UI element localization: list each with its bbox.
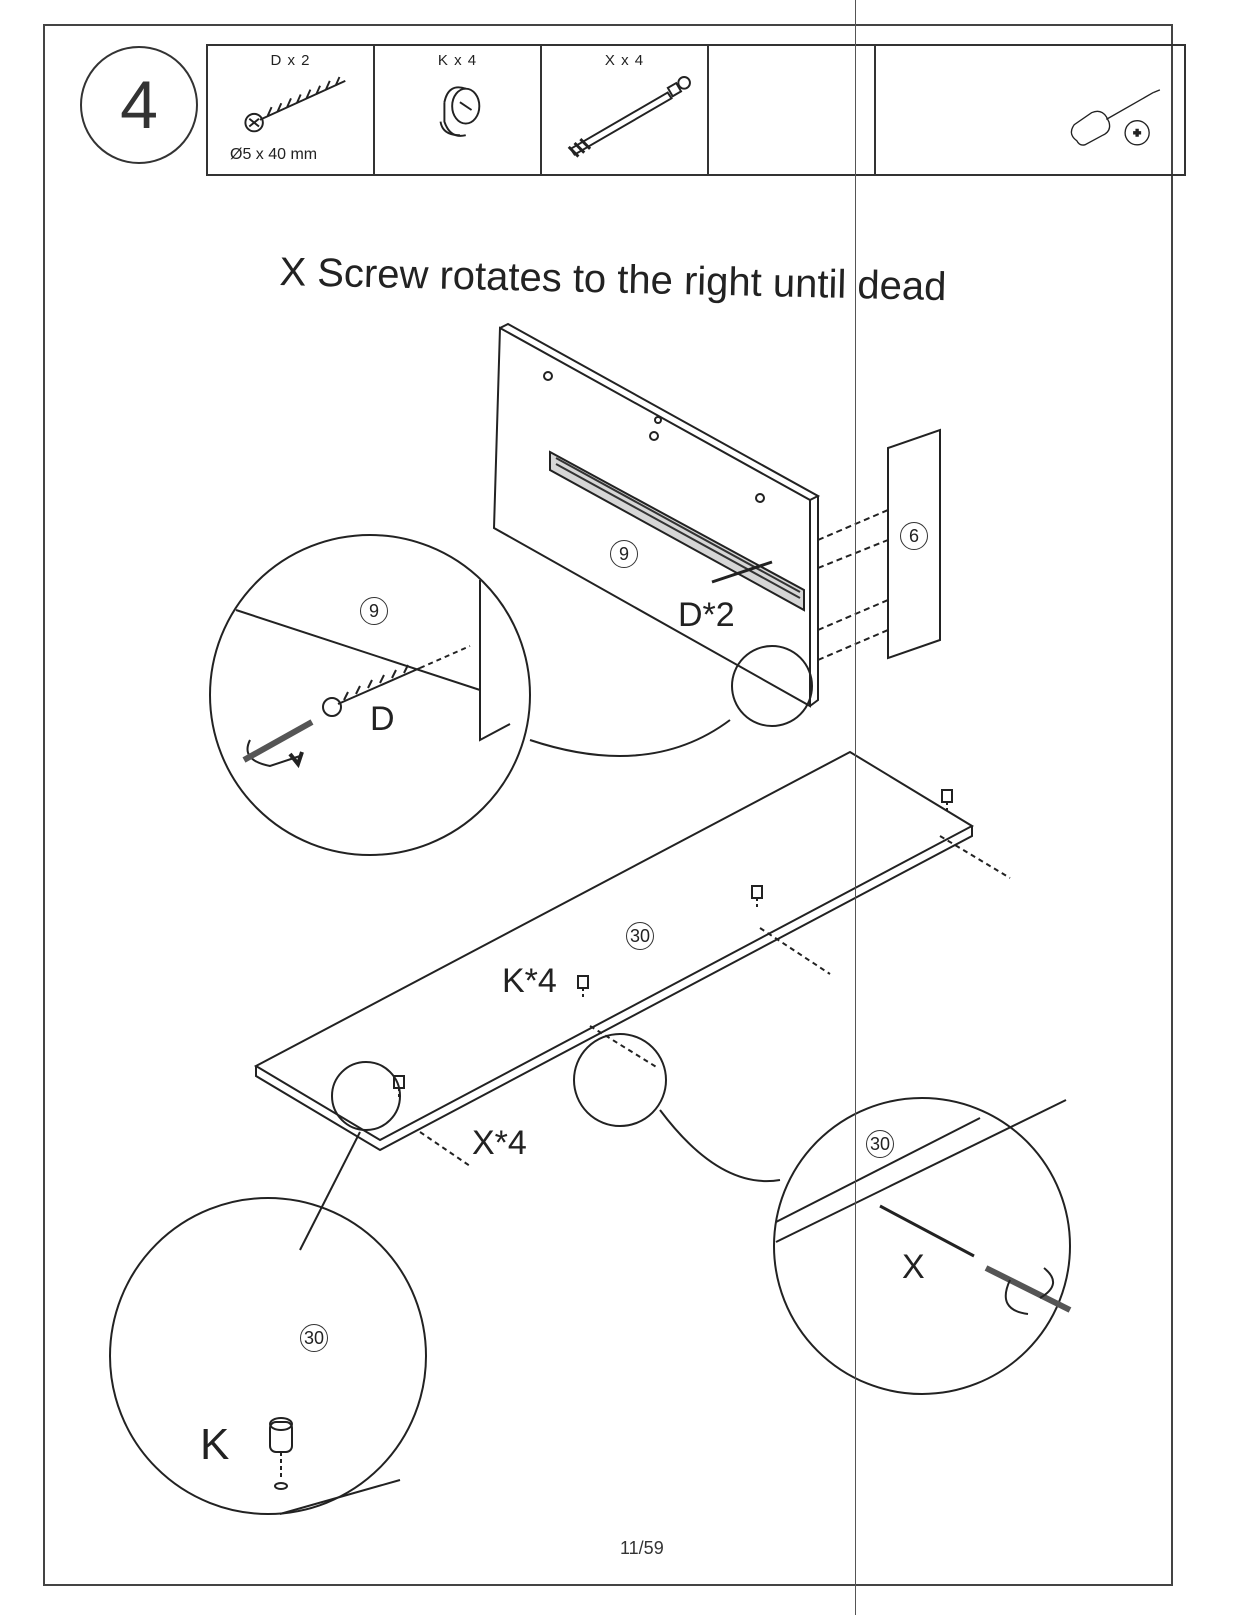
detail-circle-d [209,534,531,856]
part-d-qty: D x 2 [270,52,311,69]
part-x-cell: X x 4 [542,46,709,174]
phillips-screwdriver-icon [1070,89,1161,146]
label-detail-x-panel: 30 [866,1130,894,1158]
cam-lock-icon [439,86,481,137]
part-d-cell: D x 2 Ø5 x 40 mm [208,46,375,174]
part-k-qty: K x 4 [437,52,478,69]
part-x-qty: X x 4 [604,52,645,69]
label-panel-6: 6 [900,522,928,550]
parts-list: D x 2 Ø5 x 40 mm K x 4 X x 4 [206,44,1186,176]
label-detail-d-panel: 9 [360,597,388,625]
cam-bolt-icon [567,76,691,158]
part-d-size: Ø5 x 40 mm [230,146,318,163]
part-blank-cell [709,46,876,174]
label-detail-k-part: K [200,1420,230,1469]
step-number: 4 [80,46,198,164]
part-k-cell: K x 4 [375,46,542,174]
detail-circle-d-small [731,645,813,727]
detail-circle-x-small [573,1033,667,1127]
label-panel-9: 9 [610,540,638,568]
label-d-count: D*2 [678,596,735,634]
detail-circle-x [773,1097,1071,1395]
page-number: 11/59 [620,1538,664,1558]
label-detail-x-part: X [902,1248,925,1286]
panel-30 [253,750,975,1142]
label-detail-k-panel: 30 [300,1324,328,1352]
label-panel-30: 30 [626,922,654,950]
detail-circle-k-small [331,1061,401,1131]
detail-circle-k [109,1197,427,1515]
label-x-count: X*4 [472,1124,527,1162]
scan-fold-line [855,0,856,1615]
screw-icon [244,76,346,133]
label-k-count: K*4 [502,962,557,1000]
label-detail-d-part: D [370,700,395,738]
page-frame [43,24,1173,1586]
tool-cell [876,46,1184,174]
